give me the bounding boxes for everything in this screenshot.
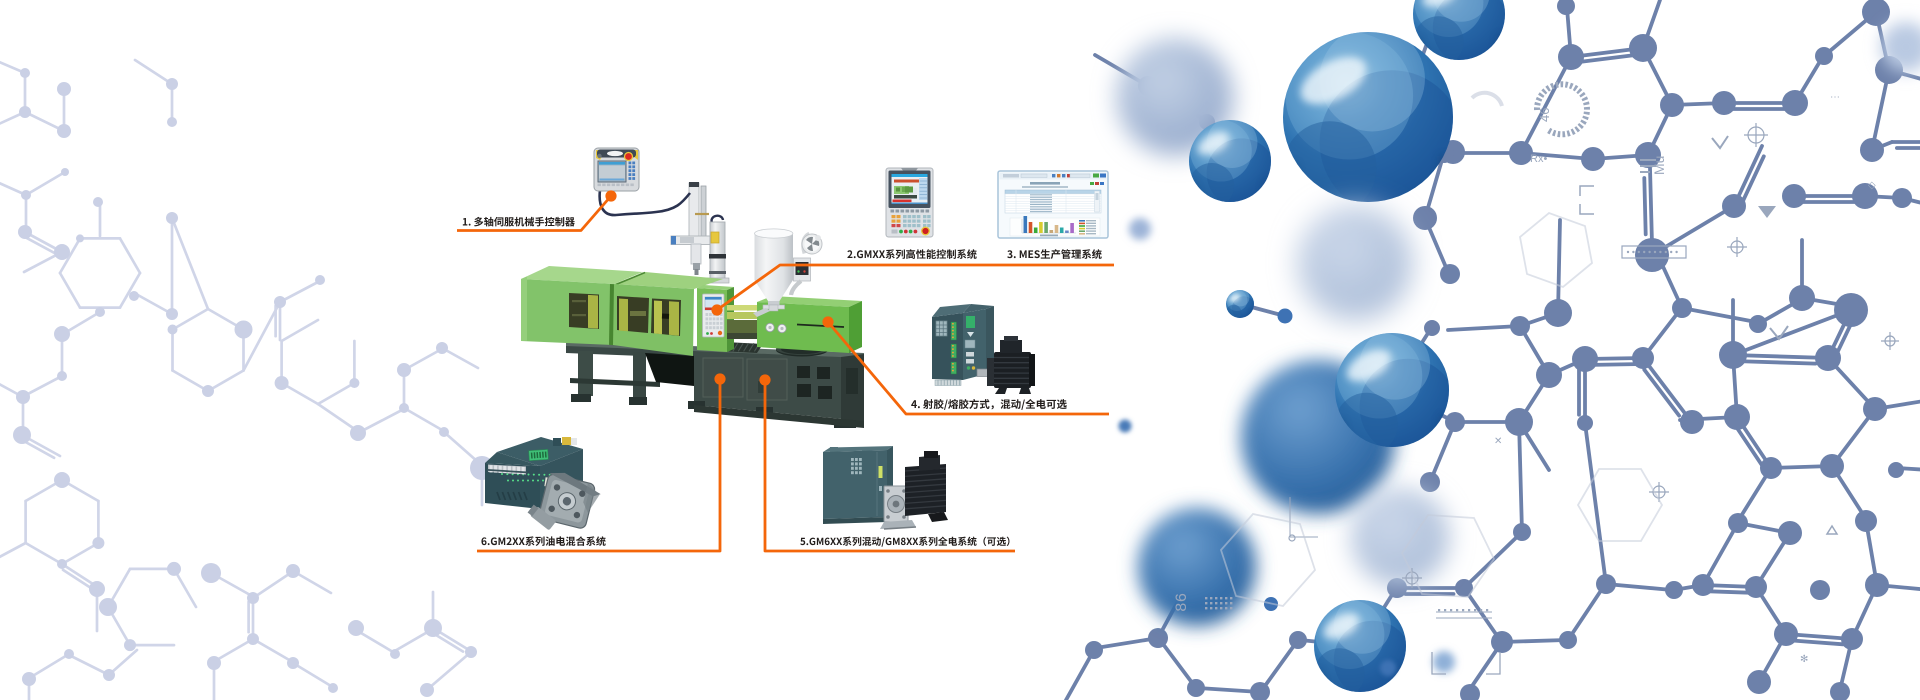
svg-text:46: 46: [1537, 108, 1552, 122]
svg-text:✻: ✻: [1800, 654, 1808, 665]
svg-text:✕: ✕: [1494, 436, 1502, 447]
svg-text:Rx•: Rx•: [1530, 153, 1547, 165]
svg-text:◇: ◇: [1868, 180, 1876, 191]
svg-text:86: 86: [1173, 593, 1191, 612]
svg-text:⋯: ⋯: [1830, 92, 1840, 103]
svg-text:Mu: Mu: [1651, 156, 1667, 175]
